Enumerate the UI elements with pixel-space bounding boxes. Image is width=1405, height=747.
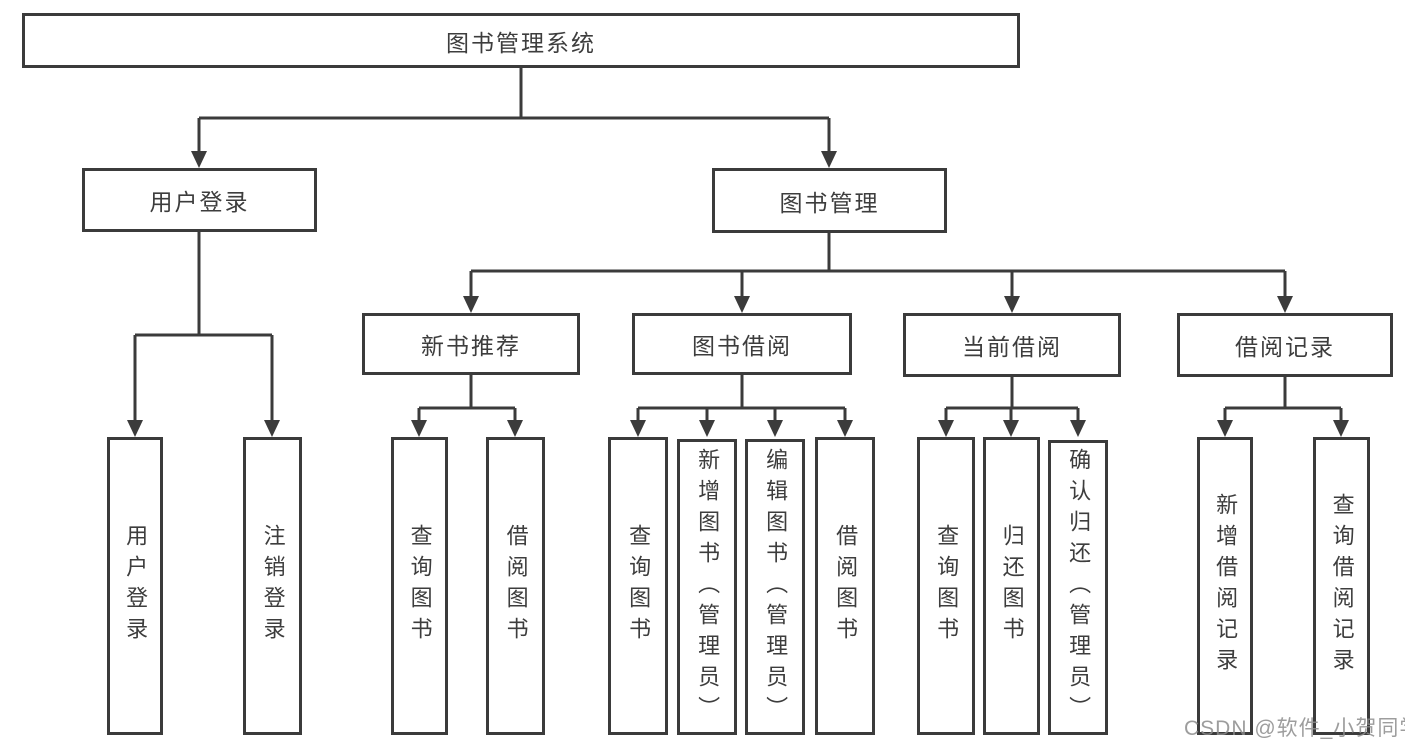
arrow-icon: [1003, 420, 1019, 437]
leaf-query-books-recommend: 查询图书: [391, 437, 448, 735]
node-user-login: 用户登录: [82, 168, 317, 232]
arrow-icon: [1277, 296, 1293, 313]
leaf-query-borrow-record: 查询借阅记录: [1313, 437, 1370, 735]
arrow-icon: [1004, 296, 1020, 313]
arrowheads: [127, 151, 1349, 437]
leaf-query-books-current: 查询图书: [917, 437, 975, 735]
arrow-icon: [507, 420, 523, 437]
node-borrow-records: 借阅记录: [1177, 313, 1393, 377]
leaf-borrow-books-recommend: 借阅图书: [486, 437, 545, 735]
connector-book-management: [469, 233, 1287, 298]
node-label: 归还图书: [999, 524, 1025, 648]
connector-new-book: [417, 375, 517, 422]
node-label: 查询图书: [407, 524, 433, 648]
node-label: 确认归还（管理员）: [1066, 448, 1092, 727]
arrow-icon: [191, 151, 207, 168]
leaf-query-books-borrow: 查询图书: [608, 437, 668, 735]
arrow-icon: [264, 420, 280, 437]
leaf-add-book-admin: 新增图书（管理员）: [677, 439, 737, 735]
node-library-management-system: 图书管理系统: [22, 13, 1020, 68]
node-book-management: 图书管理: [712, 168, 947, 233]
node-label: 查询图书: [626, 524, 652, 648]
arrow-icon: [767, 420, 783, 437]
node-label: 借阅图书: [503, 524, 529, 648]
arrow-icon: [1333, 420, 1349, 437]
leaf-edit-book-admin: 编辑图书（管理员）: [745, 439, 805, 735]
node-label: 图书管理系统: [446, 29, 596, 56]
node-label: 图书管理: [779, 189, 880, 216]
leaf-return-book: 归还图书: [983, 437, 1040, 735]
node-label: 编辑图书（管理员）: [763, 447, 789, 727]
leaf-logout-login: 注销登录: [243, 437, 302, 735]
arrow-icon: [938, 420, 954, 437]
arrow-icon: [821, 151, 837, 168]
arrow-icon: [699, 420, 715, 437]
connector-borrow-records: [1223, 377, 1343, 422]
node-label: 新书推荐: [421, 333, 521, 359]
connector-current-borrow: [944, 377, 1080, 422]
node-label: 用户登录: [149, 189, 250, 215]
arrow-icon: [463, 296, 479, 313]
node-label: 用户登录: [123, 524, 149, 648]
node-label: 注销登录: [260, 524, 286, 648]
node-label: 当前借阅: [962, 334, 1062, 360]
arrow-icon: [837, 420, 853, 437]
arrow-icon: [734, 296, 750, 313]
leaf-confirm-return-admin: 确认归还（管理员）: [1048, 440, 1108, 735]
node-book-borrow: 图书借阅: [632, 313, 852, 375]
watermark: CSDN @软件_小贺同学: [1184, 717, 1405, 740]
connector-user-login: [133, 232, 274, 422]
node-label: 借阅记录: [1235, 334, 1335, 360]
node-current-borrow: 当前借阅: [903, 313, 1121, 377]
arrow-icon: [1217, 420, 1233, 437]
node-label: 查询图书: [934, 524, 960, 648]
connector-book-borrow: [636, 375, 847, 422]
node-label: 新增图书（管理员）: [695, 447, 721, 727]
node-new-book-recommend: 新书推荐: [362, 313, 580, 375]
node-label: 图书借阅: [692, 333, 792, 359]
node-label: 借阅图书: [833, 524, 859, 648]
arrow-icon: [1070, 420, 1086, 437]
connector-root: [197, 68, 831, 153]
arrow-icon: [411, 420, 427, 437]
node-label: 查询借阅记录: [1329, 493, 1355, 679]
arrow-icon: [630, 420, 646, 437]
leaf-add-borrow-record: 新增借阅记录: [1197, 437, 1253, 735]
arrow-icon: [127, 420, 143, 437]
leaf-borrow-books: 借阅图书: [815, 437, 875, 735]
leaf-user-login: 用户登录: [107, 437, 163, 735]
node-label: 新增借阅记录: [1213, 493, 1239, 679]
